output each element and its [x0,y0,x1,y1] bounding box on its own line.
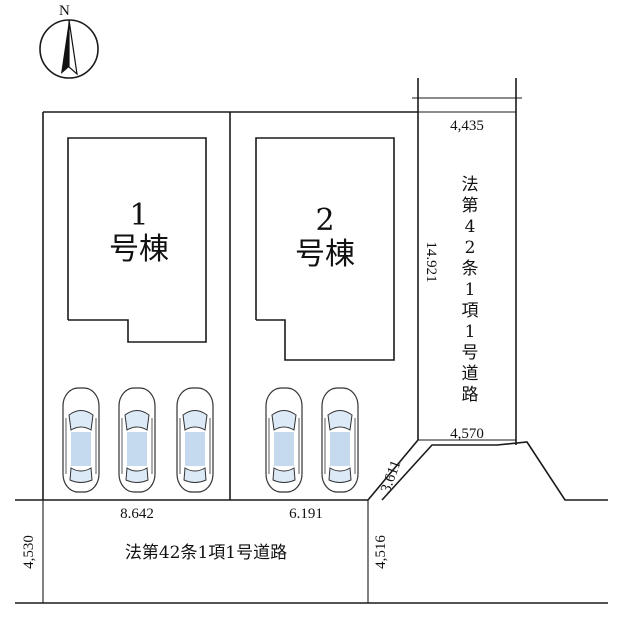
car-icon [265,387,303,493]
dim-lot1-frontage: 8.642 [120,506,154,522]
dim-lot-side-length: 14.921 [423,241,439,282]
horizontal-road-edges [15,441,608,604]
building-2-number: 2 [315,203,334,238]
vertical-road-edges [412,78,522,445]
building-1: 1 号棟 [67,137,207,343]
car-icon [62,387,100,493]
dim-corner-cut: 3.611 [378,458,404,495]
dim-lot2-frontage: 6.191 [289,506,323,522]
building-2-label: 号棟 [295,237,355,272]
building-2: 2 号棟 [255,137,395,361]
dim-top-road-width: 4,435 [450,118,484,134]
lot-boundaries [42,111,419,501]
dim-bottom-road-right: 4,516 [373,535,389,569]
car-icon [321,387,359,493]
building-1-label: 号棟 [109,232,169,267]
dim-road-end-width: 4,570 [450,426,484,442]
car-icon [176,387,214,493]
dim-bottom-road-left: 4,530 [21,535,37,569]
car-icon [118,387,156,493]
north-label: N [59,3,70,19]
parking-spaces [62,387,359,493]
building-1-number: 1 [129,198,148,233]
north-compass: N [39,3,99,79]
horizontal-road-text: 法第42条1項1号道路 [125,543,287,563]
